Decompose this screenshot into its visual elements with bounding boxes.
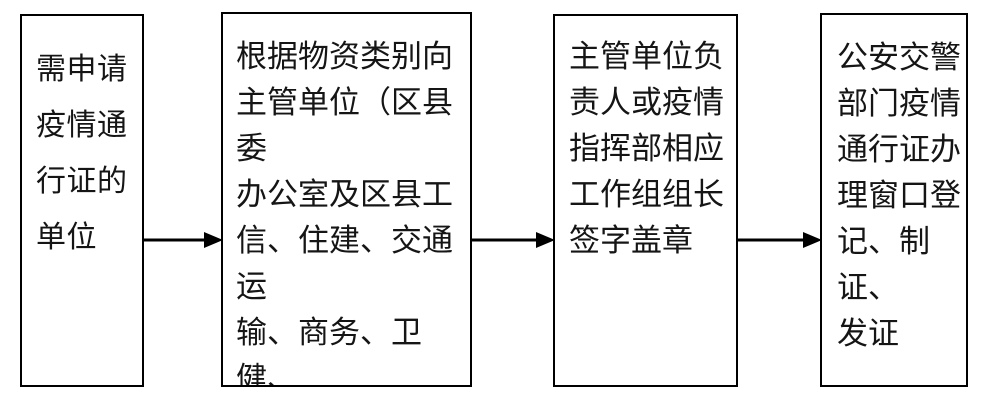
flow-step-label-1: 需申请 疫情通 行证的 单位: [36, 52, 128, 255]
flow-connector-arrow-3: [738, 228, 822, 252]
flow-step-box-3: 主管单位负 责人或疫情 指挥部相应 工作组组长 签字盖章: [553, 14, 738, 387]
flow-connector-arrow-2: [472, 228, 555, 252]
flow-connector-arrow-1: [144, 228, 223, 252]
flow-step-box-1: 需申请 疫情通 行证的 单位: [20, 14, 144, 387]
arrow-right-icon: [144, 232, 223, 248]
flow-step-box-4: 公安交警 部门疫情 通行证办 理窗口登 记、制证、 发证: [820, 13, 968, 387]
flow-step-label-2: 根据物资类别向 主管单位（区县委 办公室及区县工 信、住建、交通运 输、商务、卫…: [236, 39, 453, 387]
flow-step-label-3: 主管单位负 责人或疫情 指挥部相应 工作组组长 签字盖章: [569, 39, 724, 259]
flow-step-label-4: 公安交警 部门疫情 通行证办 理窗口登 记、制证、 发证: [837, 40, 961, 352]
arrow-right-icon: [472, 232, 555, 248]
arrow-right-icon: [738, 232, 822, 248]
flow-step-box-2: 根据物资类别向 主管单位（区县委 办公室及区县工 信、住建、交通运 输、商务、卫…: [221, 12, 472, 387]
